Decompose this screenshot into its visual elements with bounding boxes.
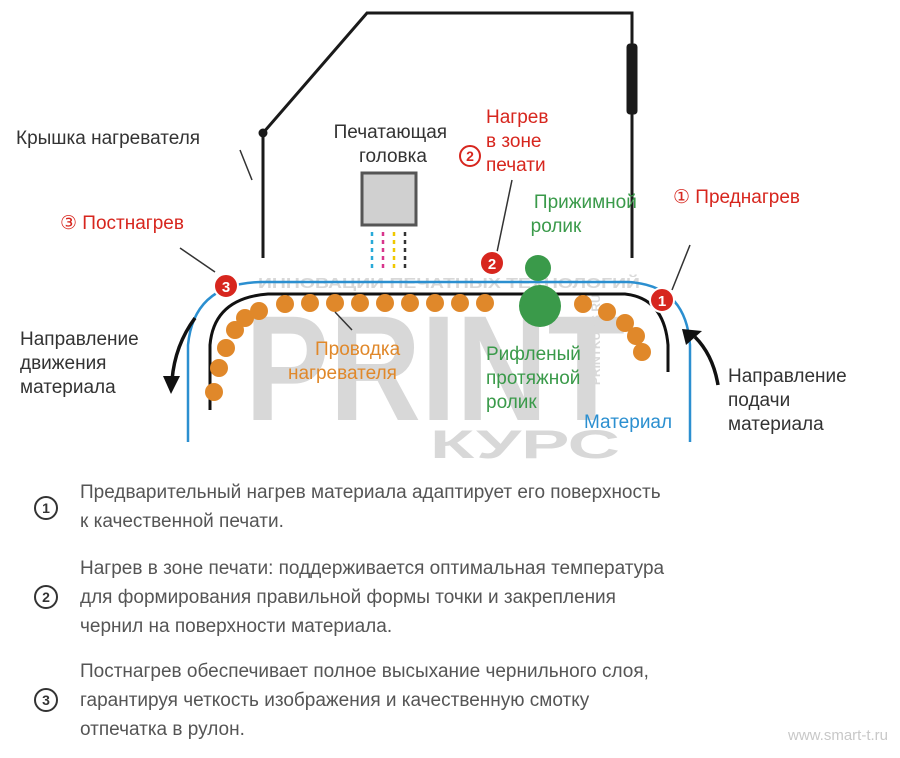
marker-1: 1 [649, 287, 675, 313]
heater-dot [633, 343, 651, 361]
rollers [519, 255, 561, 327]
material-direction-label: Направление движения материала [20, 329, 144, 398]
leader-lines [179, 149, 691, 331]
note-item-1: 1 Предварительный нагрев материала адапт… [30, 478, 880, 536]
print-head-label: Печатающая головка [334, 122, 453, 167]
leader-heater-cover [239, 149, 253, 181]
marker-2: 2 [479, 250, 505, 276]
heater-cover-handle [626, 43, 638, 115]
heater-dot [250, 302, 268, 320]
site-watermark: www.smart-t.ru [787, 727, 888, 744]
step-markers: 3 2 1 [213, 250, 675, 313]
heater-dot [276, 295, 294, 313]
print-head [360, 171, 418, 270]
note-2-number: 2 [34, 585, 58, 609]
heater-dot [574, 295, 592, 313]
heater-cover-hinge [258, 128, 268, 138]
heater-dot [476, 294, 494, 312]
note-3-number: 3 [34, 688, 58, 712]
note-item-3: 3 Постнагрев обеспечивает полное высыхан… [30, 657, 880, 744]
heater-dot [376, 294, 394, 312]
note-1-text: Предварительный нагрев материала адаптир… [80, 482, 661, 532]
grit-roller-label: Рифленый протяжной ролик [486, 344, 586, 413]
svg-text:2: 2 [466, 148, 474, 164]
direction-arrows [163, 316, 720, 394]
material-label: Материал [584, 412, 672, 433]
print-head-body [360, 171, 418, 227]
heater-dots [205, 294, 651, 401]
ink-drops [370, 232, 407, 270]
leader-print-zone [496, 179, 513, 253]
heating-system-diagram: ИННОВАЦИИ ПЕЧАТНЫХ ТЕХНОЛОГИЙ PRINT КУРС… [16, 11, 852, 467]
marker-1-number: 1 [658, 293, 666, 310]
heater-dot [426, 294, 444, 312]
heater-dot [205, 383, 223, 401]
feed-direction-arrow [693, 335, 720, 386]
notes-list: 1 Предварительный нагрев материала адапт… [30, 478, 880, 758]
heater-dot [616, 314, 634, 332]
preheating-label: ① Преднагрев [673, 187, 800, 208]
watermark: ИННОВАЦИИ ПЕЧАТНЫХ ТЕХНОЛОГИЙ PRINT КУРС… [245, 274, 640, 467]
leader-wiring [334, 311, 353, 331]
feed-direction-arrowhead [682, 329, 702, 345]
note-item-2: 2 Нагрев в зоне печати: поддерживается о… [30, 554, 880, 641]
heater-dot [236, 309, 254, 327]
heater-dot [627, 327, 645, 345]
note-3-text: Постнагрев обеспечивает полное высыхание… [80, 661, 649, 740]
leader-preheat [671, 244, 691, 291]
heater-cover-label: Крышка нагревателя [16, 128, 200, 149]
material-direction-arrow [170, 316, 197, 381]
heater-dot [217, 339, 235, 357]
heater-dot [451, 294, 469, 312]
marker-3: 3 [213, 273, 239, 299]
pinch-roller-label: Прижимной ролик [531, 192, 642, 237]
heater-wiring-label: Проводка нагревателя [288, 339, 405, 384]
print-zone-number-circle: 2 [459, 145, 481, 167]
leader-postheat [179, 247, 216, 273]
note-2-text: Нагрев в зоне печати: поддерживается опт… [80, 558, 665, 637]
heater-dot [598, 303, 616, 321]
print-zone-heating-label: Нагрев в зоне печати [486, 107, 554, 176]
heater-dot [401, 294, 419, 312]
marker-2-number: 2 [488, 256, 496, 273]
grit-roller [519, 285, 561, 327]
note-1-number: 1 [34, 496, 58, 520]
watermark-side-text: PRINTKURS.RU [589, 294, 603, 385]
heater-dot [326, 294, 344, 312]
pinch-roller [525, 255, 551, 281]
material-direction-arrowhead [163, 376, 180, 394]
material-line [186, 280, 692, 442]
feed-direction-label: Направление подачи материала [728, 366, 852, 435]
heater-dot [226, 321, 244, 339]
marker-3-number: 3 [222, 279, 230, 296]
material-path [186, 280, 692, 442]
heater-dot [301, 294, 319, 312]
heater-dot [351, 294, 369, 312]
postheating-label: ③ Постнагрев [60, 213, 184, 234]
heater-dot [210, 359, 228, 377]
platen-line [208, 292, 670, 410]
heater-cover [258, 11, 638, 258]
watermark-sub-text: КУРС [430, 423, 620, 467]
